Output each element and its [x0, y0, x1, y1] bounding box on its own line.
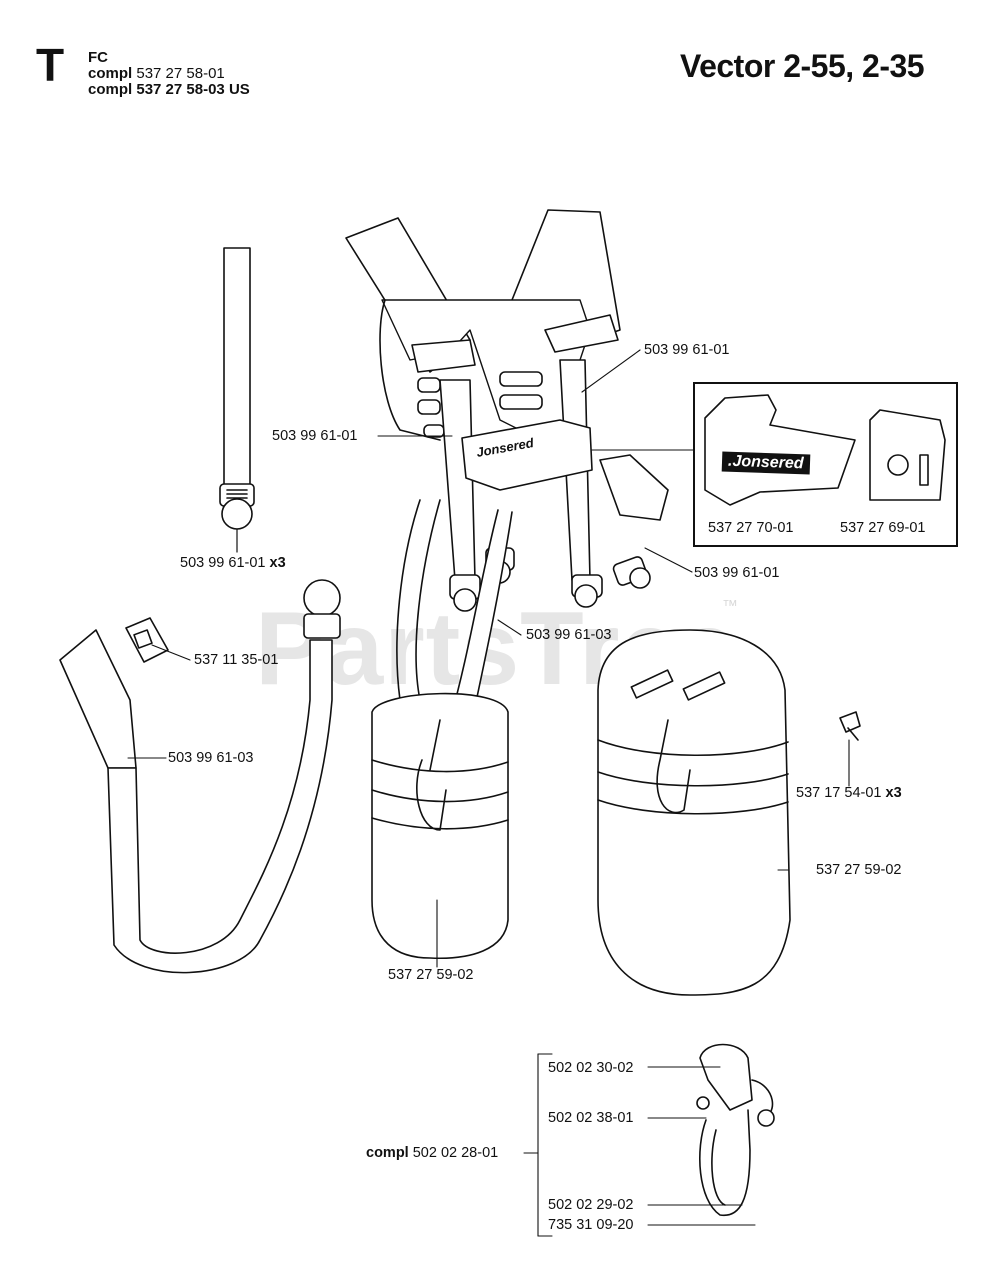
watermark-trademark: ™	[722, 598, 738, 615]
part-label: 537 27 70-01	[708, 520, 794, 536]
section-letter: T	[36, 39, 65, 91]
part-label: 537 27 69-01	[840, 520, 926, 536]
bag-left	[371, 692, 509, 960]
part-label: 502 02 29-02	[548, 1197, 634, 1213]
part-label: 502 02 38-01	[548, 1110, 634, 1126]
part-label: 503 99 61-01	[644, 342, 730, 358]
part-label: 537 11 35-01	[194, 652, 279, 668]
leader-lines	[127, 349, 850, 1237]
bag-right	[597, 629, 791, 996]
inset-frame	[693, 382, 958, 547]
part-label: 537 27 59-02	[388, 967, 474, 983]
part-label: 503 99 61-01	[694, 565, 780, 581]
carabiner-assembly	[696, 1043, 775, 1217]
part-label: 735 31 09-20	[548, 1217, 634, 1233]
part-label: 503 99 61-03	[168, 750, 254, 766]
brand-logo-inset: .Jonsered	[721, 451, 810, 475]
part-label: 502 02 30-02	[548, 1060, 634, 1076]
part-label: 503 99 61-01	[272, 428, 358, 444]
tube-hose	[59, 579, 341, 974]
screw	[839, 711, 861, 741]
part-label: compl 502 02 28-01	[366, 1145, 499, 1161]
part-label: 537 17 54-01 x3	[796, 785, 902, 801]
page-title: Vector 2-55, 2-35	[680, 48, 925, 84]
header-line-1: FC	[88, 49, 108, 66]
inset-parts	[704, 394, 946, 506]
part-label: 503 99 61-03	[526, 627, 612, 643]
part-label: 503 99 61-01 x3	[180, 555, 286, 571]
strap-single	[219, 247, 255, 553]
header-line-2: compl 537 27 58-01	[88, 65, 225, 82]
harness	[345, 209, 669, 731]
part-label: 537 27 59-02	[816, 862, 902, 878]
header-line-3: compl 537 27 58-03 US	[88, 81, 250, 98]
